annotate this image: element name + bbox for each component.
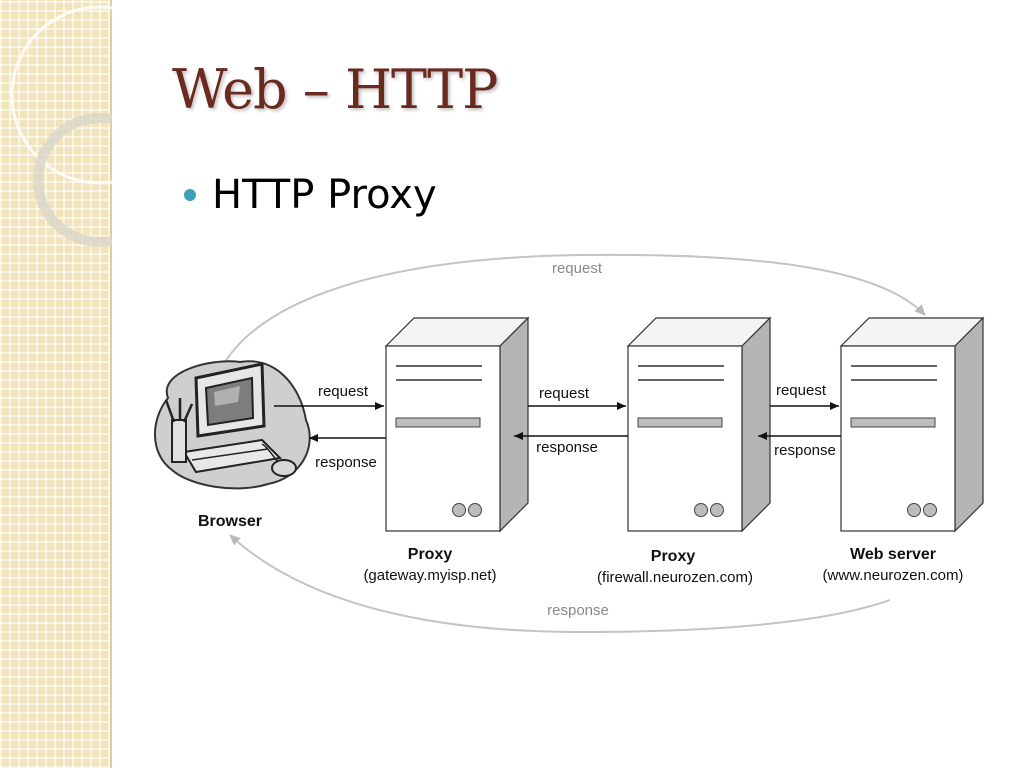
bullet-dot-icon	[184, 189, 196, 201]
outer-request-label: request	[552, 260, 603, 277]
bullet-item: HTTP Proxy	[184, 172, 437, 218]
proxy-gateway-server-icon	[385, 317, 529, 532]
node-1-host: (firewall.neurozen.com)	[597, 569, 753, 586]
node-2-host: (www.neurozen.com)	[823, 567, 964, 584]
link-0-response-label: response	[315, 454, 377, 471]
link-0-request-label: request	[318, 383, 369, 400]
outer-response-arrow	[229, 534, 891, 634]
link-1-response-label: response	[536, 439, 598, 456]
node-0-host: (gateway.myisp.net)	[363, 567, 496, 584]
decorative-circles	[10, 5, 112, 247]
web-server-icon	[840, 317, 984, 532]
link-1-request-label: request	[539, 385, 590, 402]
slide-title: Web – HTTP	[172, 58, 498, 121]
bullet-text: HTTP Proxy	[212, 172, 437, 218]
proxy-firewall-server-icon	[627, 317, 771, 532]
outer-response-label: response	[547, 602, 609, 619]
browser-label: Browser	[198, 513, 262, 530]
node-1-name: Proxy	[651, 548, 696, 565]
node-2-name: Web server	[850, 546, 936, 563]
node-0-name: Proxy	[408, 546, 453, 563]
decorative-side-band	[0, 0, 112, 768]
desktop-computer-icon	[154, 360, 311, 490]
outer-request-arrow	[224, 253, 926, 363]
link-2-response-label: response	[774, 442, 836, 459]
link-2-request-label: request	[776, 382, 827, 399]
